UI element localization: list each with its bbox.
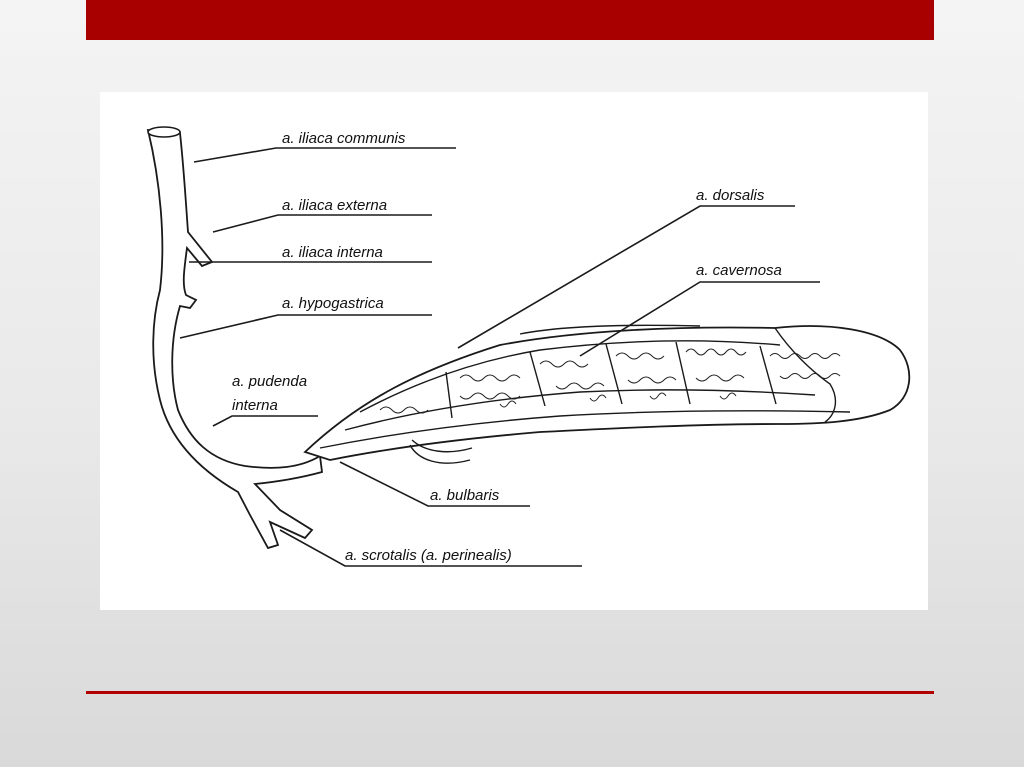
title-bar	[86, 0, 934, 40]
glans-line	[774, 327, 837, 423]
footer-rule	[86, 691, 934, 694]
cavernous-channel-upper	[359, 340, 781, 413]
label-cavernosa: a. cavernosa	[696, 262, 782, 279]
compartment-dividers	[445, 324, 777, 419]
label-dorsalis: a. dorsalis	[696, 187, 765, 204]
label-scrotalis: a. scrotalis (a. perinealis)	[345, 547, 512, 564]
label-iliaca-interna: a. iliaca interna	[282, 244, 383, 261]
artery-diagram: a. iliaca communis a. iliaca externa a. …	[146, 126, 911, 567]
label-iliaca-communis: a. iliaca communis	[282, 130, 406, 147]
label-pudenda-line2: interna	[232, 397, 278, 414]
label-bulbaris: a. bulbaris	[430, 487, 500, 504]
urethral-channel	[319, 410, 851, 449]
label-hypogastrica: a. hypogastrica	[282, 295, 384, 312]
vessel-cut-end	[147, 126, 181, 138]
cavernous-channel-lower	[344, 389, 816, 431]
arterial-trunk	[146, 128, 323, 550]
label-iliaca-externa: a. iliaca externa	[282, 197, 387, 214]
anatomy-figure: a. iliaca communis a. iliaca externa a. …	[100, 92, 928, 610]
leader-lines	[179, 147, 820, 567]
helicine-arteries	[379, 348, 841, 414]
bulbar-artery-loop	[409, 439, 473, 464]
label-pudenda-line1: a. pudenda	[232, 373, 307, 390]
